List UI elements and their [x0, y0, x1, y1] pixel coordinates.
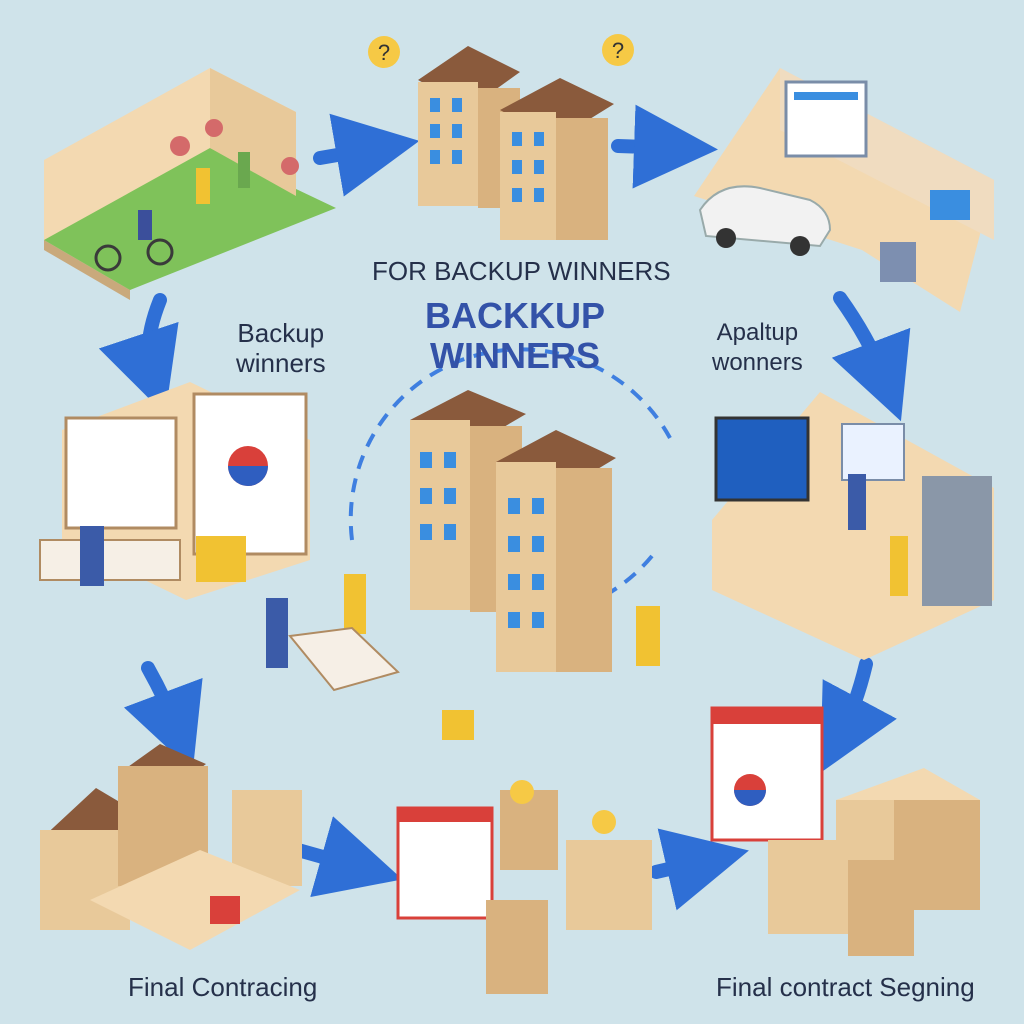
center-title: BACKKUP WINNERS — [380, 296, 650, 376]
park-scene — [44, 68, 336, 300]
svg-text:?: ? — [378, 40, 390, 65]
label-final-contract-segning: Final contract Segning — [716, 972, 975, 1002]
arrow-right-lower — [820, 657, 897, 774]
svg-text:?: ? — [612, 38, 624, 63]
label-for-backup-winners: FOR BACKUP WINNERS — [372, 256, 671, 286]
left-label-line2: winners — [236, 348, 326, 378]
boxes-bottom-center — [396, 780, 652, 994]
arrow-left-down — [98, 293, 179, 415]
arrow-bottom-right — [649, 828, 749, 911]
right-label-line1: Apaltup — [716, 319, 799, 346]
office-flag-left — [39, 382, 310, 600]
question-icon: ? ? — [368, 34, 634, 68]
houses-bottom-left — [40, 744, 302, 950]
arrow-left-lower — [123, 661, 203, 772]
center-buildings — [266, 390, 660, 740]
car-icon — [698, 185, 832, 256]
center-title-line1: BACKKUP — [425, 295, 605, 336]
arrow-top-left — [313, 113, 420, 197]
label-backup-winners-left: Backup winners — [236, 318, 326, 378]
office-car-scene — [694, 68, 994, 312]
korea-flag-icon — [228, 446, 268, 486]
arrow-right-down — [831, 291, 911, 422]
flow-arrows — [98, 104, 911, 911]
arrow-bottom-left — [291, 816, 403, 898]
arrow-top-right — [611, 104, 718, 189]
top-buildings: ? ? — [368, 34, 634, 240]
contract-boxes-bottom-right — [710, 706, 980, 956]
office-computers-right — [712, 392, 994, 660]
left-label-line1: Backup — [237, 318, 325, 348]
center-title-line2: WINNERS — [430, 335, 600, 376]
right-label-line2: wonners — [712, 349, 803, 376]
label-final-contracing: Final Contracing — [128, 972, 318, 1002]
label-apaltup-wonners-right: Apaltup wonners — [712, 318, 803, 378]
